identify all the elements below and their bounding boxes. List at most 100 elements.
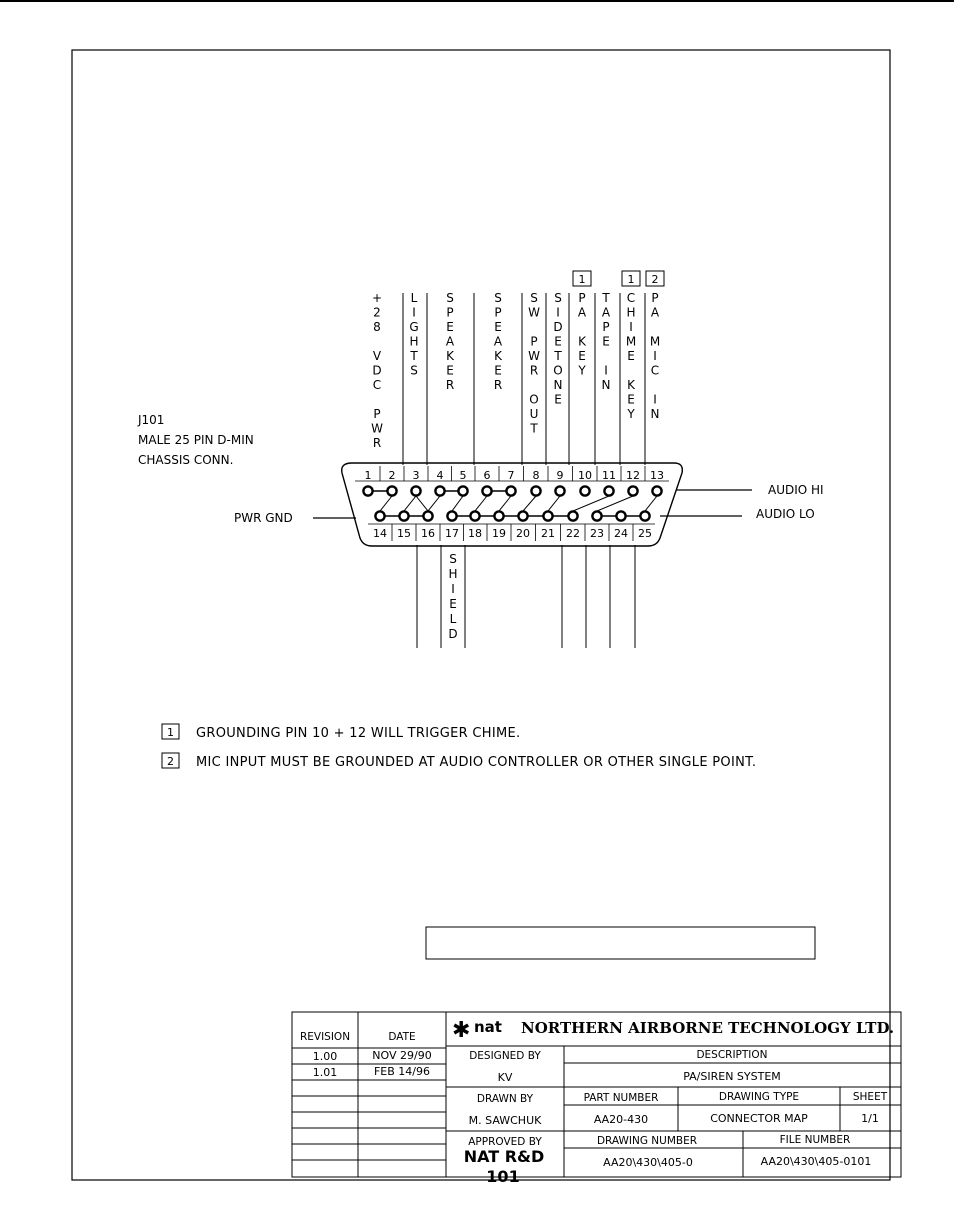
bottom-pin <box>446 510 458 522</box>
revision-number: 1.00 <box>313 1050 338 1063</box>
pin-cross-link <box>572 495 610 512</box>
signal-label-letter: E <box>554 393 562 407</box>
top-pin <box>530 485 542 497</box>
pin-cross-link <box>427 495 441 512</box>
signal-label-letter: Y <box>577 364 586 378</box>
note-flag: 2 <box>645 270 665 287</box>
signal-label-letter: P <box>651 291 658 305</box>
signal-label-letter: N <box>602 378 611 392</box>
revision-number: 1.01 <box>313 1066 338 1079</box>
signal-label-letter: W <box>528 306 540 320</box>
top-pin <box>481 485 493 497</box>
pwr-gnd-label: PWR GND <box>234 511 293 525</box>
signal-label-letter: U <box>530 407 539 421</box>
svg-text:1: 1 <box>167 726 174 739</box>
signal-label-letter: R <box>446 378 454 392</box>
top-pin-number: 7 <box>508 469 515 482</box>
top-pin-number: 13 <box>650 469 664 482</box>
title-block <box>291 1011 902 1178</box>
bottom-pin-number: 19 <box>492 527 506 540</box>
file-number-value: AA20\430\405-0101 <box>761 1155 872 1168</box>
signal-label-letter: E <box>446 364 454 378</box>
svg-text:2: 2 <box>167 755 174 768</box>
top-pin-number: 10 <box>578 469 592 482</box>
signal-label-letter: A <box>446 335 455 349</box>
signal-label-letter: S <box>530 291 538 305</box>
signal-labels: +28VDCPWRLIGHTSSPEAKERSPEAKERSWPWROUTSID… <box>371 291 660 641</box>
signal-label-letter: I <box>412 306 416 320</box>
part-number-label: PART NUMBER <box>584 1092 659 1104</box>
signal-label-letter: R <box>494 378 502 392</box>
signal-label-letter: P <box>446 306 453 320</box>
signal-label-letter: D <box>372 364 381 378</box>
signal-label-letter: I <box>653 349 657 363</box>
audio-lo-label: AUDIO LO <box>756 507 815 521</box>
top-pin <box>457 485 469 497</box>
signal-label-letter: N <box>651 407 660 421</box>
top-pin <box>651 485 663 497</box>
signal-label-letter: 2 <box>373 306 381 320</box>
top-pin <box>386 485 398 497</box>
revision-date: NOV 29/90 <box>372 1049 431 1062</box>
top-pin-number: 4 <box>437 469 444 482</box>
signal-label-letter: G <box>409 320 418 334</box>
signal-label-letter: C <box>651 364 659 378</box>
signal-label-letter: R <box>530 364 538 378</box>
description-value: PA/SIREN SYSTEM <box>683 1070 781 1083</box>
signal-label-letter: N <box>554 378 563 392</box>
bottom-pin <box>615 510 627 522</box>
bottom-pin <box>398 510 410 522</box>
bottom-pin <box>374 510 386 522</box>
signal-label-letter: P <box>530 335 537 349</box>
signal-label-letter: I <box>604 364 608 378</box>
drawing-type-value: CONNECTOR MAP <box>710 1112 808 1125</box>
d-sub-connector-shell <box>341 462 684 547</box>
pin-cross-link <box>403 495 417 512</box>
connector-designation: J101 <box>137 413 164 427</box>
signal-label-letter: E <box>627 349 635 363</box>
bottom-pin <box>493 510 505 522</box>
signal-wires <box>402 293 646 648</box>
top-pin <box>603 485 615 497</box>
bottom-pin-number: 14 <box>373 527 387 540</box>
drawn-by-value: M. SAWCHUK <box>469 1114 542 1127</box>
signal-label-letter: H <box>626 306 635 320</box>
top-pin <box>434 485 446 497</box>
bottom-pin-number: 15 <box>397 527 411 540</box>
signal-label-letter: C <box>627 291 635 305</box>
note-1: 1 GROUNDING PIN 10 + 12 WILL TRIGGER CHI… <box>161 723 520 741</box>
description-label: DESCRIPTION <box>696 1049 767 1061</box>
signal-label-letter: A <box>602 306 611 320</box>
approved-by-label: APPROVED BY <box>468 1136 542 1148</box>
signal-label-letter: T <box>409 349 418 363</box>
connector-description-line2: CHASSIS CONN. <box>138 453 233 467</box>
note-flag: 1 <box>621 270 641 287</box>
signal-label-letter: O <box>553 364 562 378</box>
top-pin <box>410 485 422 497</box>
top-pin <box>505 485 517 497</box>
signal-label-letter: A <box>578 306 587 320</box>
top-pin-number: 6 <box>484 469 491 482</box>
signal-label-letter: M <box>650 335 660 349</box>
pin-cross-link <box>522 495 537 512</box>
sheet-value: 1/1 <box>861 1112 879 1125</box>
drawn-by-label: DRAWN BY <box>477 1093 534 1105</box>
svg-text:1: 1 <box>628 273 635 286</box>
signal-label-letter: A <box>651 306 660 320</box>
top-pin-number: 11 <box>602 469 616 482</box>
bottom-pin <box>517 510 529 522</box>
bottom-pin <box>567 510 579 522</box>
approved-by-value: NAT R&D <box>464 1147 545 1166</box>
signal-label-letter: W <box>371 422 383 436</box>
signal-label-letter: K <box>494 349 503 363</box>
sheet-label: SHEET <box>853 1091 888 1103</box>
bottom-pin <box>542 510 554 522</box>
top-pin-number: 9 <box>557 469 564 482</box>
top-pin-number: 2 <box>389 469 396 482</box>
bottom-pin <box>639 510 651 522</box>
top-pin <box>554 485 566 497</box>
top-pin <box>579 485 591 497</box>
pin-cross-link <box>474 495 488 512</box>
empty-stamp-box <box>425 926 816 960</box>
